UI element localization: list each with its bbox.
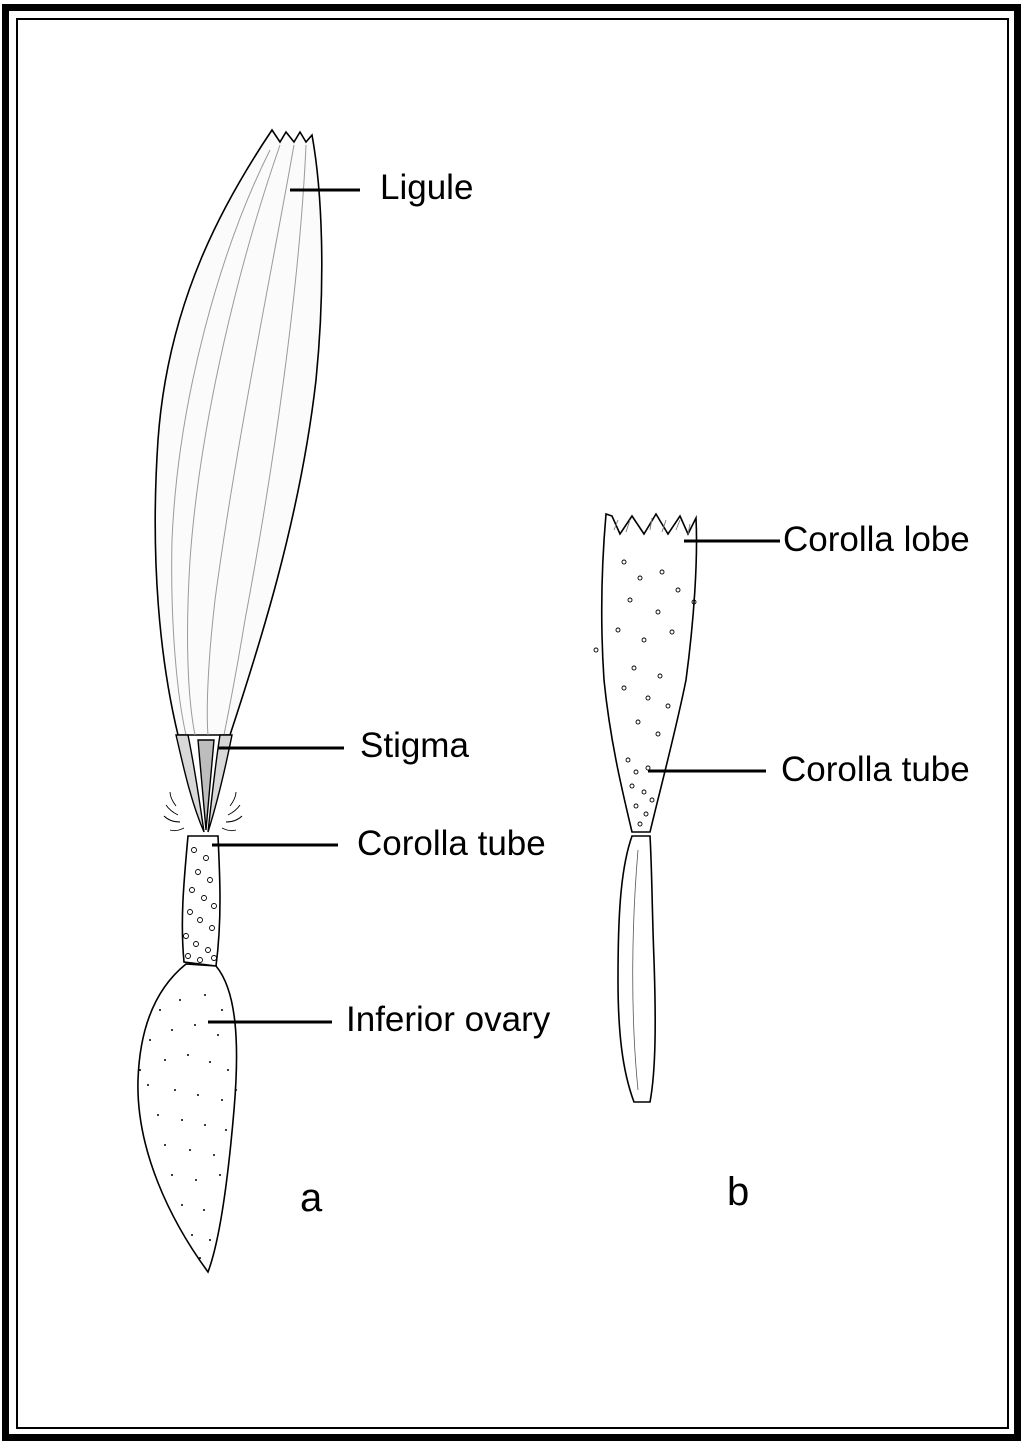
panel-label-b: b <box>727 1172 749 1212</box>
ligule-outline <box>155 130 322 735</box>
ray-floret-figure-a <box>138 130 360 1272</box>
label-corolla-lobe: Corolla lobe <box>783 522 970 557</box>
achene-b-outline <box>618 836 655 1102</box>
corolla-b-outline <box>602 514 697 832</box>
stigma-branches <box>176 735 232 832</box>
corolla-tube-a-outline <box>182 836 220 966</box>
disc-floret-figure-b <box>594 514 780 1102</box>
panel-label-a: a <box>300 1178 322 1218</box>
label-inferior-ovary: Inferior ovary <box>346 1002 550 1037</box>
label-corolla-tube-a: Corolla tube <box>357 826 546 861</box>
label-stigma: Stigma <box>360 728 469 763</box>
label-corolla-tube-b: Corolla tube <box>781 752 970 787</box>
label-ligule: Ligule <box>380 170 473 205</box>
